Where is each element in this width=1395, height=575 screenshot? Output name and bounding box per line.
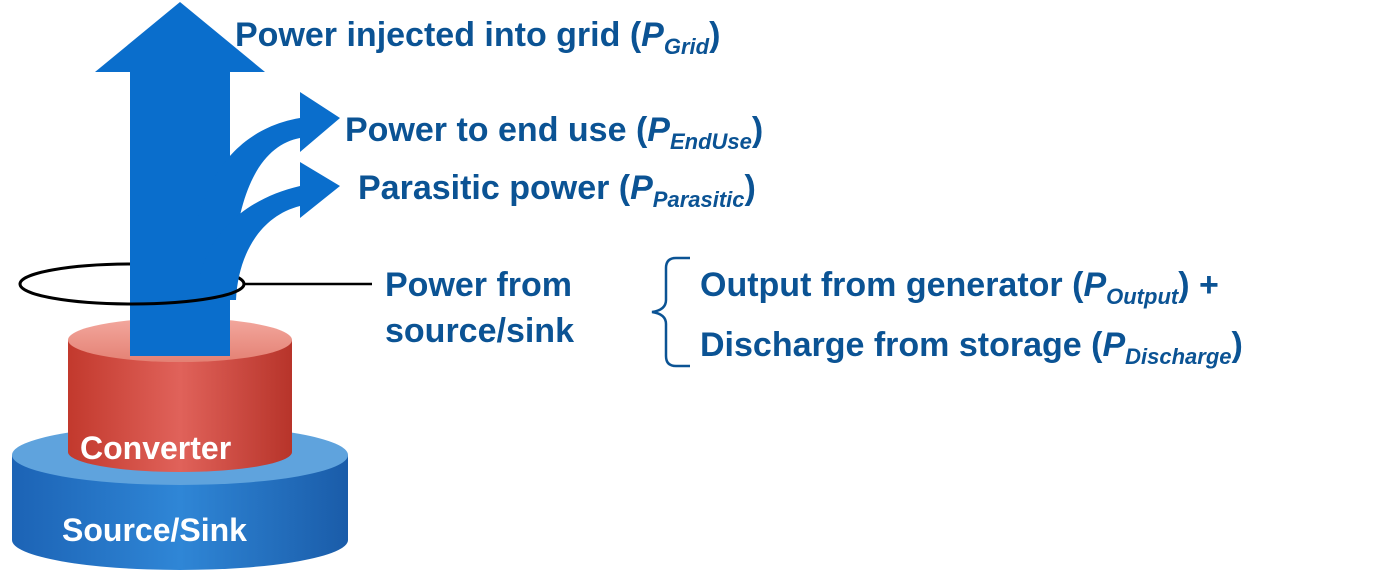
storage-discharge-label: Discharge from storage (PDischarge) bbox=[700, 326, 1243, 369]
power-from-line2: source/sink bbox=[385, 312, 574, 350]
parasitic-arrow bbox=[196, 162, 340, 300]
curly-brace bbox=[651, 256, 690, 368]
enduse-power-label: Power to end use (PEndUse) bbox=[345, 111, 764, 154]
generator-output-label: Output from generator (POutput) + bbox=[700, 266, 1219, 309]
converter-label: Converter bbox=[80, 430, 232, 466]
parasitic-power-label: Parasitic power (PParasitic) bbox=[358, 169, 756, 212]
measurement-ring-front bbox=[18, 283, 246, 306]
power-from-line1: Power from bbox=[385, 266, 573, 304]
power-from-source-label: Power from source/sink bbox=[385, 262, 574, 354]
source-sink-label: Source/Sink bbox=[62, 512, 247, 548]
grid-power-label: Power injected into grid (PGrid) bbox=[235, 16, 721, 59]
